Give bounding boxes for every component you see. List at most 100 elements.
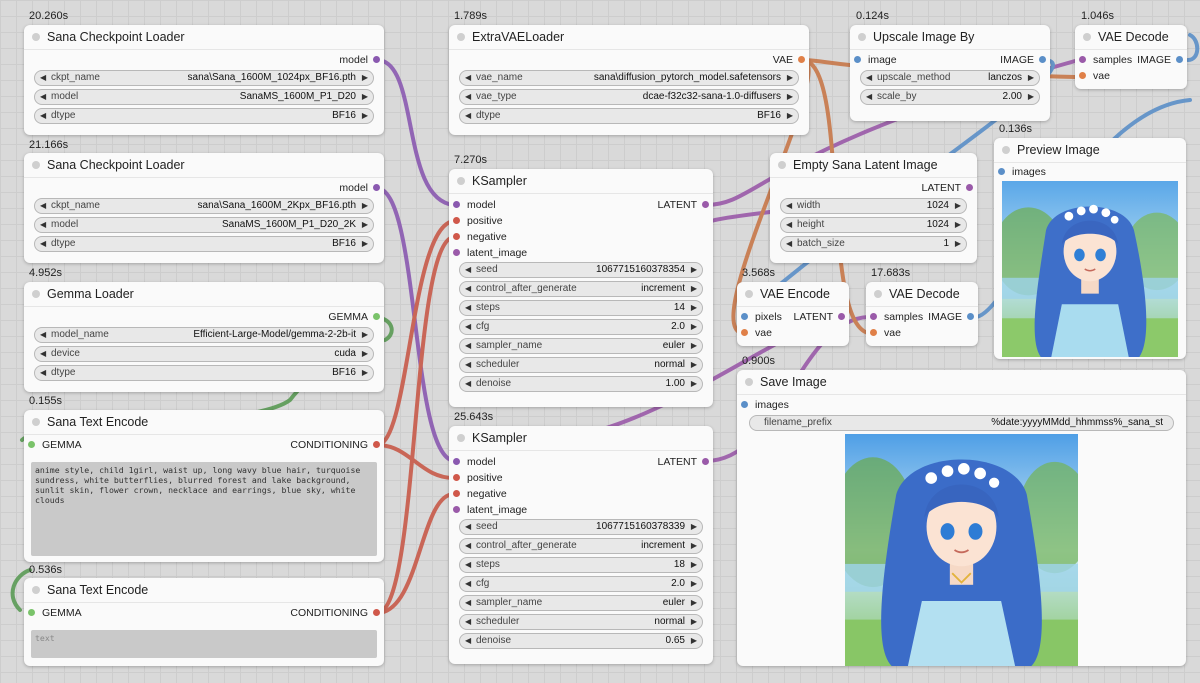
output-socket-icon[interactable] bbox=[966, 183, 973, 191]
input-negative[interactable]: negative bbox=[453, 229, 507, 245]
arrow-right-icon[interactable]: ▶ bbox=[1027, 73, 1034, 82]
saved-image[interactable] bbox=[845, 434, 1078, 666]
input-image[interactable]: image bbox=[854, 52, 897, 68]
output-image[interactable]: IMAGE bbox=[1000, 52, 1046, 68]
input-socket-icon[interactable] bbox=[854, 55, 861, 63]
input-socket-icon[interactable] bbox=[1079, 71, 1086, 79]
output-latent[interactable]: LATENT bbox=[658, 197, 709, 213]
arrow-right-icon[interactable]: ▶ bbox=[690, 265, 697, 274]
node-preview-image[interactable]: Preview Image images bbox=[994, 138, 1186, 359]
arrow-left-icon[interactable]: ◀ bbox=[465, 560, 472, 569]
node-header[interactable]: VAE Decode bbox=[1075, 25, 1187, 50]
node-sana-text-encode-1[interactable]: Sana Text Encode GEMMA CONDITIONING anim… bbox=[24, 410, 384, 562]
output-socket-icon[interactable] bbox=[702, 200, 709, 208]
input-samples[interactable]: samples bbox=[1079, 52, 1132, 68]
node-header[interactable]: Gemma Loader bbox=[24, 282, 384, 307]
output-latent[interactable]: LATENT bbox=[658, 454, 709, 470]
arrow-left-icon[interactable]: ◀ bbox=[465, 379, 472, 388]
collapse-dot[interactable] bbox=[745, 378, 753, 386]
input-positive[interactable]: positive bbox=[453, 213, 503, 229]
arrow-left-icon[interactable]: ◀ bbox=[40, 239, 47, 248]
arrow-right-icon[interactable]: ▶ bbox=[954, 239, 961, 248]
collapse-dot[interactable] bbox=[457, 177, 465, 185]
node-sana-text-encode-2[interactable]: Sana Text Encode GEMMA CONDITIONING text bbox=[24, 578, 384, 666]
arrow-right-icon[interactable]: ▶ bbox=[361, 330, 368, 339]
collapse-dot[interactable] bbox=[457, 33, 465, 41]
arrow-left-icon[interactable]: ◀ bbox=[465, 522, 472, 531]
collapse-dot[interactable] bbox=[858, 33, 866, 41]
input-images[interactable]: images bbox=[998, 164, 1046, 180]
input-vae[interactable]: vae bbox=[1079, 68, 1110, 84]
collapse-dot[interactable] bbox=[1002, 146, 1010, 154]
input-gemma[interactable]: GEMMA bbox=[28, 605, 82, 621]
arrow-left-icon[interactable]: ◀ bbox=[40, 349, 47, 358]
node-ksampler-1[interactable]: KSampler model positive negative latent_… bbox=[449, 169, 713, 407]
output-socket-icon[interactable] bbox=[1176, 55, 1183, 63]
input-gemma[interactable]: GEMMA bbox=[28, 437, 82, 453]
input-socket-icon[interactable] bbox=[741, 328, 748, 336]
output-conditioning[interactable]: CONDITIONING bbox=[290, 437, 380, 453]
arrow-left-icon[interactable]: ◀ bbox=[465, 111, 472, 120]
prompt-textarea[interactable]: anime style, child 1girl, waist up, long… bbox=[31, 462, 377, 556]
arrow-left-icon[interactable]: ◀ bbox=[465, 617, 472, 626]
widget-filename-prefix[interactable]: filename_prefix%date:yyyyMMdd_hhmmss%_sa… bbox=[749, 415, 1174, 431]
arrow-left-icon[interactable]: ◀ bbox=[40, 201, 47, 210]
node-header[interactable]: Preview Image bbox=[994, 138, 1186, 163]
arrow-right-icon[interactable]: ▶ bbox=[690, 617, 697, 626]
output-socket-icon[interactable] bbox=[798, 55, 805, 63]
arrow-left-icon[interactable]: ◀ bbox=[465, 541, 472, 550]
arrow-left-icon[interactable]: ◀ bbox=[786, 220, 793, 229]
arrow-left-icon[interactable]: ◀ bbox=[465, 92, 472, 101]
output-conditioning[interactable]: CONDITIONING bbox=[290, 605, 380, 621]
collapse-dot[interactable] bbox=[32, 33, 40, 41]
arrow-right-icon[interactable]: ▶ bbox=[690, 322, 697, 331]
input-socket-icon[interactable] bbox=[741, 312, 748, 320]
collapse-dot[interactable] bbox=[32, 290, 40, 298]
node-vae-encode[interactable]: VAE Encode pixels vae LATENT bbox=[737, 282, 849, 346]
arrow-right-icon[interactable]: ▶ bbox=[690, 560, 697, 569]
node-vae-decode-2[interactable]: VAE Decode samples vae IMAGE bbox=[866, 282, 978, 346]
input-model[interactable]: model bbox=[453, 454, 496, 470]
input-positive[interactable]: positive bbox=[453, 470, 503, 486]
arrow-right-icon[interactable]: ▶ bbox=[690, 579, 697, 588]
arrow-left-icon[interactable]: ◀ bbox=[465, 73, 472, 82]
input-socket-icon[interactable] bbox=[453, 248, 460, 256]
arrow-left-icon[interactable]: ◀ bbox=[465, 341, 472, 350]
arrow-right-icon[interactable]: ▶ bbox=[690, 598, 697, 607]
collapse-dot[interactable] bbox=[778, 161, 786, 169]
arrow-right-icon[interactable]: ▶ bbox=[786, 92, 793, 101]
input-socket-icon[interactable] bbox=[453, 232, 460, 240]
input-vae[interactable]: vae bbox=[870, 325, 901, 341]
output-socket-icon[interactable] bbox=[373, 312, 380, 320]
arrow-right-icon[interactable]: ▶ bbox=[361, 92, 368, 101]
node-header[interactable]: KSampler bbox=[449, 169, 713, 194]
output-image[interactable]: IMAGE bbox=[1137, 52, 1183, 68]
node-header[interactable]: Sana Checkpoint Loader bbox=[24, 25, 384, 50]
arrow-left-icon[interactable]: ◀ bbox=[866, 92, 873, 101]
input-socket-icon[interactable] bbox=[28, 608, 35, 616]
arrow-left-icon[interactable]: ◀ bbox=[465, 636, 472, 645]
input-negative[interactable]: negative bbox=[453, 486, 507, 502]
input-socket-icon[interactable] bbox=[453, 200, 460, 208]
node-header[interactable]: Empty Sana Latent Image bbox=[770, 153, 977, 178]
input-socket-icon[interactable] bbox=[453, 489, 460, 497]
output-latent[interactable]: LATENT bbox=[922, 180, 973, 196]
arrow-right-icon[interactable]: ▶ bbox=[361, 349, 368, 358]
arrow-left-icon[interactable]: ◀ bbox=[40, 220, 47, 229]
